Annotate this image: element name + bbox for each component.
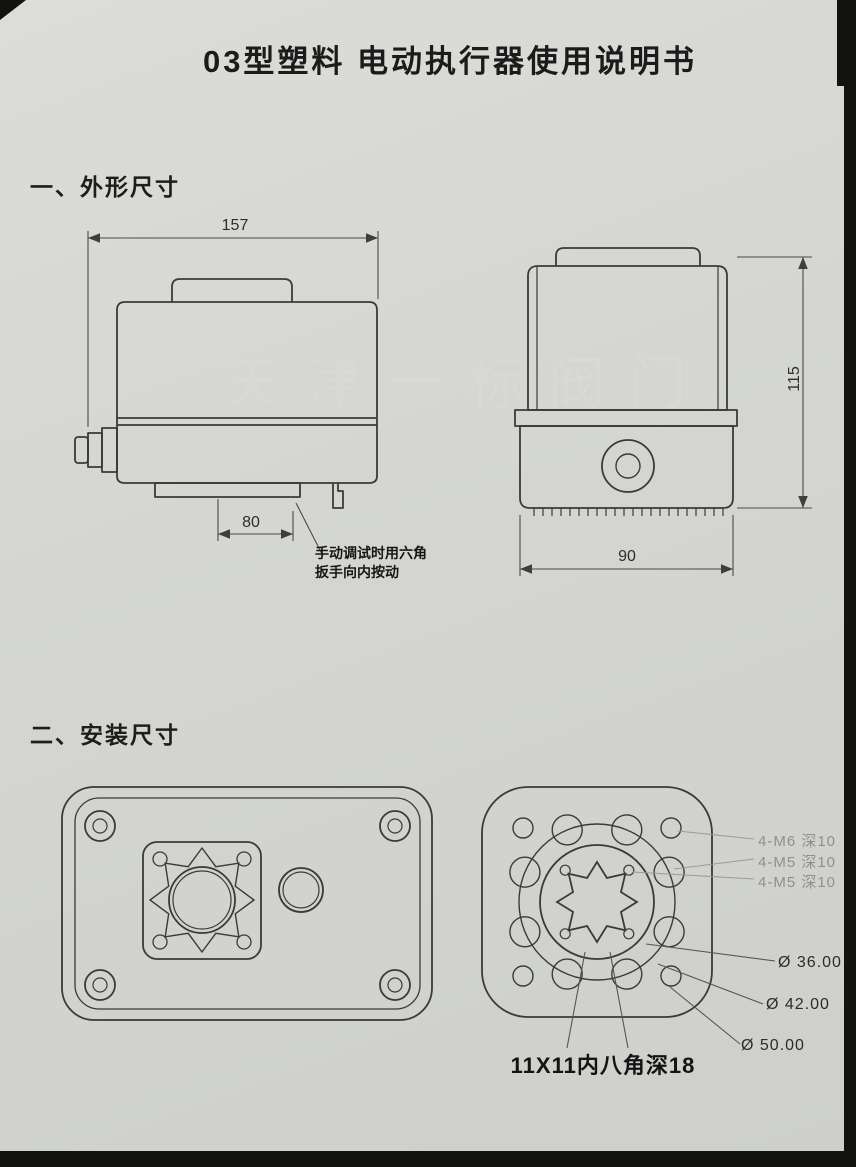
bolt-hole-m5 xyxy=(623,928,635,940)
bolt-hole-m6 xyxy=(512,965,534,987)
center-bore xyxy=(168,866,236,934)
diameter-50-label: Ø 50.00 xyxy=(741,1037,805,1054)
diameter-36-label: Ø 36.00 xyxy=(778,954,842,971)
face-outline xyxy=(481,786,713,1018)
photo-edge-top-right xyxy=(837,0,856,86)
socket-note: 11X11内八角深18 xyxy=(510,1053,696,1078)
center-bore xyxy=(539,844,655,960)
bolt-hole-m5 xyxy=(623,864,635,876)
mounting-face-drawing xyxy=(481,786,776,1049)
bolt-hole-m5 xyxy=(559,928,571,940)
dimension-lines xyxy=(87,231,379,557)
center-flange xyxy=(142,841,262,960)
gear-pattern xyxy=(148,846,256,954)
thread-label-m5-a: 4-M5 深10 xyxy=(758,854,837,871)
top-cap xyxy=(171,278,293,302)
manual-adjust-note-line2: 扳手向内按动 xyxy=(315,564,399,580)
actuator-outline xyxy=(514,247,738,516)
actuator-outline xyxy=(74,278,378,509)
section2-heading: 二、安装尺寸 xyxy=(30,722,180,748)
thread-label-m5-b: 4-M5 深10 xyxy=(758,874,837,891)
dim-157-label: 157 xyxy=(221,217,249,234)
screw-hole xyxy=(152,851,168,867)
cable-gland-mid xyxy=(87,432,103,468)
photo-edge-top-left xyxy=(0,0,26,20)
cable-gland-cap xyxy=(74,436,89,464)
flange-band xyxy=(514,409,738,427)
corner-boss xyxy=(379,810,411,842)
gear-ring xyxy=(518,823,676,981)
shaft-hole xyxy=(615,453,641,479)
bottom-serration xyxy=(533,508,724,516)
side-view-drawing xyxy=(74,231,379,557)
dim-90-label: 90 xyxy=(618,548,636,565)
manual-adjust-note: 手动调试时用六角 扳手向内按动 xyxy=(315,544,427,582)
photo-edge-right xyxy=(844,0,856,1167)
octagon-star-socket xyxy=(555,860,639,944)
dim-115-label: 115 xyxy=(786,366,803,392)
bolt-hole-m5 xyxy=(559,864,571,876)
top-cap xyxy=(555,247,701,266)
dimension-lines xyxy=(519,256,812,576)
lower-body xyxy=(519,425,734,509)
manual-adjust-note-line1: 手动调试时用六角 xyxy=(315,545,427,561)
bolt-hole-m6 xyxy=(512,817,534,839)
corner-boss xyxy=(379,969,411,1001)
bolt-hole-m6 xyxy=(660,817,682,839)
screw-hole xyxy=(152,934,168,950)
plate-outline xyxy=(61,786,433,1021)
front-view-drawing xyxy=(514,247,812,576)
thread-leader-lines xyxy=(632,830,755,880)
bottom-flange xyxy=(154,482,301,498)
bottom-hook xyxy=(332,483,344,509)
screw-hole xyxy=(236,851,252,867)
side-port xyxy=(278,867,324,913)
section1-heading: 一、外形尺寸 xyxy=(30,174,180,200)
mounting-plate-drawing xyxy=(61,786,433,1021)
diameter-leader-lines xyxy=(566,943,776,1049)
dim-80-label: 80 xyxy=(242,514,260,531)
shaft-boss xyxy=(601,439,655,493)
photo-edge-bottom xyxy=(0,1151,856,1167)
corner-boss xyxy=(84,969,116,1001)
cable-gland-base xyxy=(101,427,118,473)
bolt-hole-m6 xyxy=(660,965,682,987)
screw-hole xyxy=(236,934,252,950)
diameter-42-label: Ø 42.00 xyxy=(766,996,830,1013)
main-body xyxy=(116,301,378,484)
upper-body xyxy=(527,265,728,411)
corner-boss xyxy=(84,810,116,842)
page-title: 03型塑料 电动执行器使用说明书 xyxy=(202,44,698,79)
thread-label-m6: 4-M6 深10 xyxy=(758,833,837,850)
